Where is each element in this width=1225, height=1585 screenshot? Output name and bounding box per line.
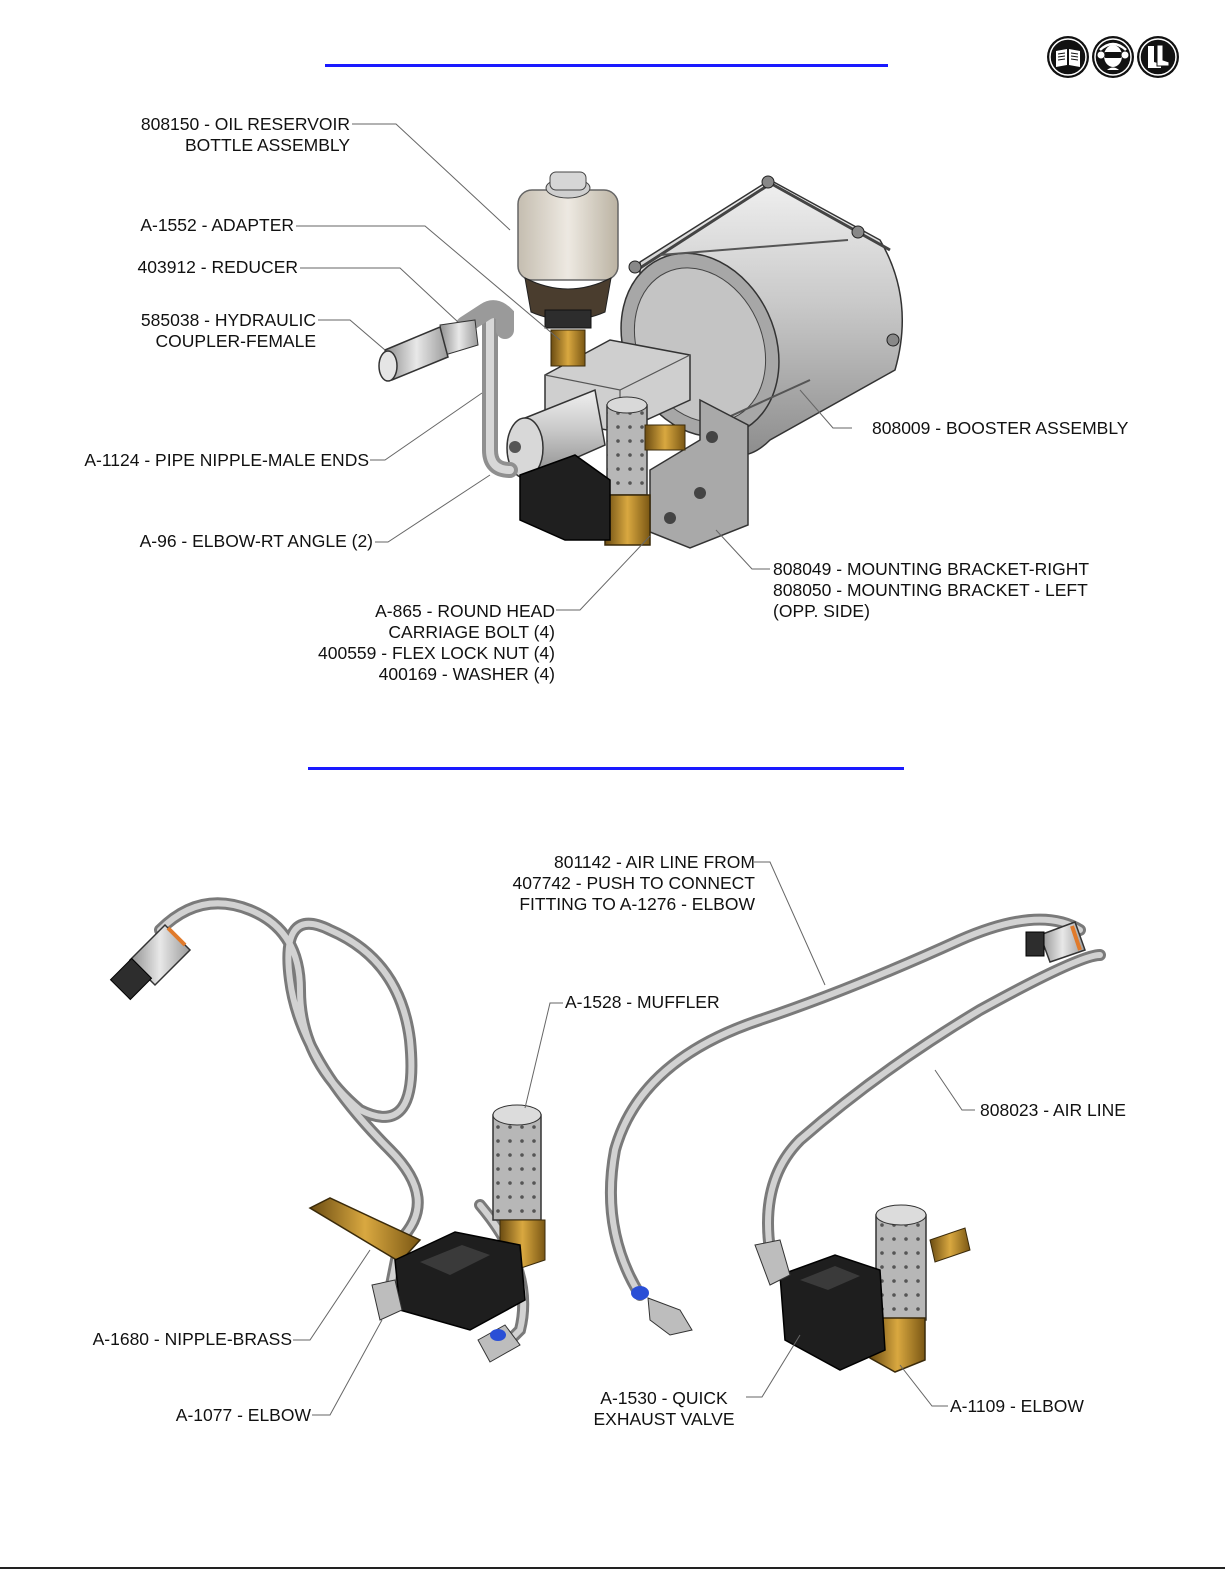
label-quick-exhaust-valve: A-1530 - QUICK EXHAUST VALVE [583,1388,745,1430]
label-hydraulic-coupler-line2: COUPLER-FEMALE [155,331,316,351]
label-elbow-rt-angle: A-96 - ELBOW-RT ANGLE (2) [139,531,373,551]
label-hardware-line1: A-865 - ROUND HEAD [375,601,555,621]
page-footer-rule [0,1567,1225,1569]
read-manual-icon [1047,36,1089,78]
label-oil-reservoir-line2: BOTTLE ASSEMBLY [184,135,350,155]
label-mounting-bracket: 808049 - MOUNTING BRACKET-RIGHT 808050 -… [773,559,1089,622]
section-rule-bottom [308,767,904,770]
section-rule-top [325,64,888,67]
safety-boots-icon [1137,36,1179,78]
left-exhaust-valve-drawing [109,897,546,1363]
label-mounting-bracket-line3: (OPP. SIDE) [773,601,870,621]
label-hydraulic-coupler-line1: 585038 - HYDRAULIC [140,310,316,330]
label-elbow-1109: A-1109 - ELBOW [950,1396,1084,1416]
label-elbow-1077: A-1077 - ELBOW [175,1405,311,1425]
label-adapter: A-1552 - ADAPTER [140,215,294,235]
label-hardware-line3: 400559 - FLEX LOCK NUT (4) [318,643,555,663]
label-hydraulic-coupler: 585038 - HYDRAULIC COUPLER-FEMALE [141,310,316,352]
label-air-line-from-line3: FITTING TO A-1276 - ELBOW [519,894,755,914]
eye-ear-protection-icon [1092,36,1134,78]
label-quick-exhaust-line2: EXHAUST VALVE [593,1409,735,1429]
label-nipple-brass: A-1680 - NIPPLE-BRASS [92,1329,292,1349]
label-hardware-line2: CARRIAGE BOLT (4) [388,622,555,642]
top-leader-lines [296,123,852,611]
bottom-leader-lines [293,861,975,1416]
label-mounting-bracket-line1: 808049 - MOUNTING BRACKET-RIGHT [773,559,1090,579]
label-air-line-from-line1: 801142 - AIR LINE FROM [553,852,755,872]
safety-icons [1047,36,1179,80]
label-pipe-nipple: A-1124 - PIPE NIPPLE-MALE ENDS [84,450,369,470]
label-air-line-from-line2: 407742 - PUSH TO CONNECT [512,873,756,893]
label-muffler: A-1528 - MUFFLER [565,992,720,1012]
label-booster-assembly: 808009 - BOOSTER ASSEMBLY [872,418,1129,438]
label-hardware: A-865 - ROUND HEAD CARRIAGE BOLT (4) 400… [318,601,555,685]
label-quick-exhaust-line1: A-1530 - QUICK [600,1388,728,1408]
label-hardware-line4: 400169 - WASHER (4) [378,664,555,684]
label-air-line-from: 801142 - AIR LINE FROM 407742 - PUSH TO … [513,852,756,915]
label-mounting-bracket-line2: 808050 - MOUNTING BRACKET - LEFT [773,580,1088,600]
label-oil-reservoir-line1: 808150 - OIL RESERVOIR [140,114,350,134]
label-reducer: 403912 - REDUCER [137,257,298,277]
right-exhaust-valve-drawing [604,913,1106,1373]
booster-assembly-drawing [378,171,903,549]
label-air-line: 808023 - AIR LINE [980,1100,1126,1120]
label-oil-reservoir: 808150 - OIL RESERVOIR BOTTLE ASSEMBLY [141,114,350,156]
